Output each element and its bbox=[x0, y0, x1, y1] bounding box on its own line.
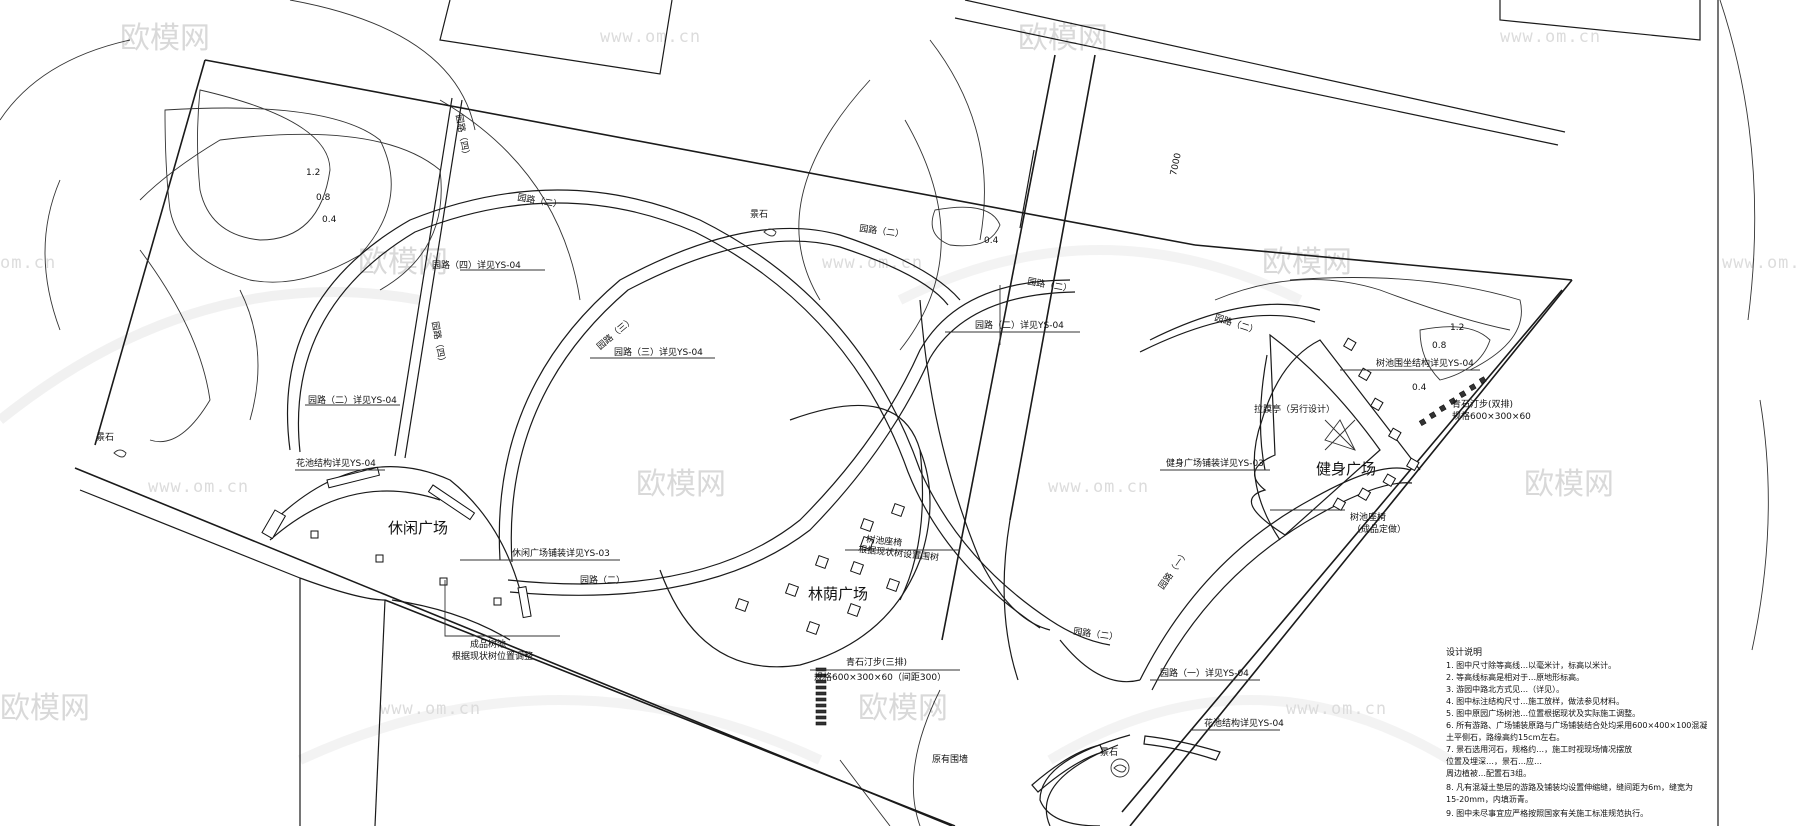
note-line: 3. 游园中路北方式见…（详见）。 bbox=[1446, 684, 1564, 694]
path-label: 园路（二） bbox=[859, 222, 905, 240]
notes-title: 设计说明 bbox=[1446, 646, 1482, 658]
stepping-stone-label: 规格600×300×60 bbox=[1452, 410, 1531, 422]
path-label: 园路（四） bbox=[429, 320, 449, 366]
forest-plaza-label: 林荫广场 bbox=[808, 585, 868, 603]
tree-seat-label: 树池座椅 bbox=[866, 533, 903, 549]
watermark-url: www.om.cn bbox=[1500, 27, 1601, 47]
path-label: 园路（二） bbox=[1073, 625, 1119, 643]
watermark-url: om.cn bbox=[0, 253, 56, 273]
contour-label: 0.4 bbox=[1412, 383, 1427, 393]
stepping-stones bbox=[815, 376, 1487, 726]
note-line: 位置及埋深…，景石…应… bbox=[1446, 756, 1542, 766]
fitness-plaza-label: 健身广场 bbox=[1316, 460, 1376, 478]
rock-label: 景石 bbox=[1100, 747, 1118, 758]
tree-pit-ref-label: 树池围坐结构详见YS-04 bbox=[1376, 357, 1474, 369]
tree-seat-label: 树池座椅 bbox=[1350, 511, 1386, 523]
contour-label: 0.4 bbox=[984, 236, 999, 246]
rocks bbox=[113, 228, 1127, 773]
leisure-paving-label: 休闲广场铺装详见YS-03 bbox=[512, 547, 610, 559]
contour-label: 1.2 bbox=[1450, 323, 1464, 333]
path-label: 园路（二） bbox=[580, 574, 625, 586]
site-boundary bbox=[94, 59, 1573, 826]
flowerbed-ref-label: 花池结构详见YS-04 bbox=[296, 457, 376, 469]
fitness-paving-label: 健身广场铺装详见YS-03 bbox=[1166, 457, 1264, 469]
main-road bbox=[74, 467, 956, 826]
note-line: 周边植被…配置石3组。 bbox=[1446, 768, 1531, 778]
watermark-brand: 欧模网 bbox=[1524, 467, 1614, 502]
dimension-label: 7000 bbox=[1169, 152, 1184, 177]
note-line: 9. 图中未尽事宜应严格按照国家有关施工标准规范执行。 bbox=[1446, 808, 1648, 818]
fitness-plaza: 健身广场 bbox=[1250, 333, 1421, 541]
path-ref-label: 园路（二）详见YS-04 bbox=[308, 394, 397, 406]
watermark-brand: 欧模网 bbox=[1018, 21, 1108, 56]
watermark-arcs bbox=[0, 245, 1453, 765]
watermark-brand: 欧模网 bbox=[120, 21, 210, 56]
path-ref-label: 园路（四）详见YS-04 bbox=[432, 259, 521, 271]
watermark-brand: 欧模网 bbox=[858, 691, 948, 726]
path-ref-label: 园路（一）详见YS-04 bbox=[1160, 667, 1249, 679]
watermark-brand: 欧模网 bbox=[1262, 245, 1352, 280]
note-line: 8. 凡有混凝土垫层的游路及铺装均设置伸缩缝，缝间距为6m，缝宽为 bbox=[1446, 782, 1693, 792]
watermark-brand: 欧模网 bbox=[0, 691, 90, 726]
contour-label: 1.2 bbox=[306, 168, 320, 178]
leader-lines bbox=[295, 269, 1480, 731]
sculpture-label: 拉膜亭（另行设计） bbox=[1254, 403, 1335, 415]
note-line: 土平侧石，路缘高约15cm左右。 bbox=[1446, 732, 1564, 742]
path-label: 园路（一） bbox=[1156, 548, 1192, 592]
path-four bbox=[394, 97, 463, 459]
watermark-url: www.om.cn bbox=[1048, 477, 1149, 497]
tree-pit-label: 成品树池 bbox=[470, 638, 506, 650]
path-label: 园路（二） bbox=[1213, 311, 1260, 336]
note-line: 1. 图中尺寸除等高线…以毫米计，标高以米计。 bbox=[1446, 660, 1616, 670]
rock-label: 景石 bbox=[750, 209, 768, 220]
flowerbeds bbox=[1031, 735, 1221, 793]
path-label: 园路（三） bbox=[594, 314, 636, 352]
note-line: 15-20mm，内填沥青。 bbox=[1446, 794, 1533, 804]
forest-plaza: 林荫广场 bbox=[659, 449, 931, 668]
contour-label: 0.8 bbox=[316, 193, 331, 203]
contours: 1.2 0.8 0.4 0.4 0.8 0.4 1.2 bbox=[139, 89, 1522, 443]
note-line: 4. 图中标注结构尺寸…施工放样，做法参见材料。 bbox=[1446, 696, 1624, 706]
annotations: 园路（二） 园路（二） 园路（二） 园路（二） 园路（二） 园路（二） 园路（三… bbox=[96, 113, 1531, 765]
vertical-road: 7000 bbox=[941, 54, 1184, 681]
note-line: 7. 景石选用河石，规格约…，施工时视现场情况摆放 bbox=[1446, 744, 1632, 754]
note-line: 6. 所有游路、广场铺装原路与广场铺装结合处均采用600×400×100混凝 bbox=[1446, 720, 1707, 730]
stepping-stone-label: 青石汀步(三排) bbox=[846, 656, 907, 668]
note-line: 2. 等高线标高是相对于…原地形标高。 bbox=[1446, 672, 1584, 682]
watermark-url: www.om.cn bbox=[148, 477, 249, 497]
watermark-brand: 欧模网 bbox=[636, 467, 726, 502]
stepping-stone-label: 规格600×300×60（间距300） bbox=[814, 671, 946, 683]
contour-label: 0.4 bbox=[322, 215, 337, 225]
path-ref-label: 园路（三）详见YS-04 bbox=[614, 346, 703, 358]
leisure-plaza: 休闲广场 bbox=[261, 466, 532, 619]
note-line: 5. 图中原园广场树池…位置根据现状及实际施工调整。 bbox=[1446, 708, 1640, 718]
watermark-url: www.om.cn bbox=[380, 699, 481, 719]
watermark-url: www.om.cn bbox=[822, 253, 923, 273]
flowerbed-ref-label: 花池结构详见YS-04 bbox=[1204, 717, 1284, 729]
garden-paths bbox=[286, 189, 1413, 826]
design-notes: 设计说明 1. 图中尺寸除等高线…以毫米计，标高以米计。 2. 等高线标高是相对… bbox=[1446, 646, 1707, 818]
path-label: 园路（二） bbox=[1026, 275, 1072, 295]
rock-label: 景石 bbox=[96, 432, 114, 443]
contour-label: 0.8 bbox=[1432, 341, 1447, 351]
watermarks: 欧模网 www.om.cn 欧模网 www.om.cn om.cn 欧模网 ww… bbox=[0, 21, 1800, 726]
tree-seat-label: （成品定做） bbox=[1352, 523, 1406, 535]
path-ref-label: 园路（二）详见YS-04 bbox=[975, 319, 1064, 331]
stepping-stone-label: 青石汀步(双排) bbox=[1452, 398, 1513, 410]
gate-label: 原有围墙 bbox=[932, 753, 968, 765]
leisure-plaza-label: 休闲广场 bbox=[388, 519, 448, 537]
watermark-url: www.om.cn bbox=[1286, 699, 1387, 719]
tree-pit-label: 根据现状树位置调整 bbox=[452, 650, 533, 662]
path-label: 园路（二） bbox=[516, 191, 562, 211]
watermark-url: www.om.cn bbox=[600, 27, 701, 47]
watermark-url: www.om.cn bbox=[1722, 253, 1800, 273]
buildings bbox=[439, 0, 1719, 826]
